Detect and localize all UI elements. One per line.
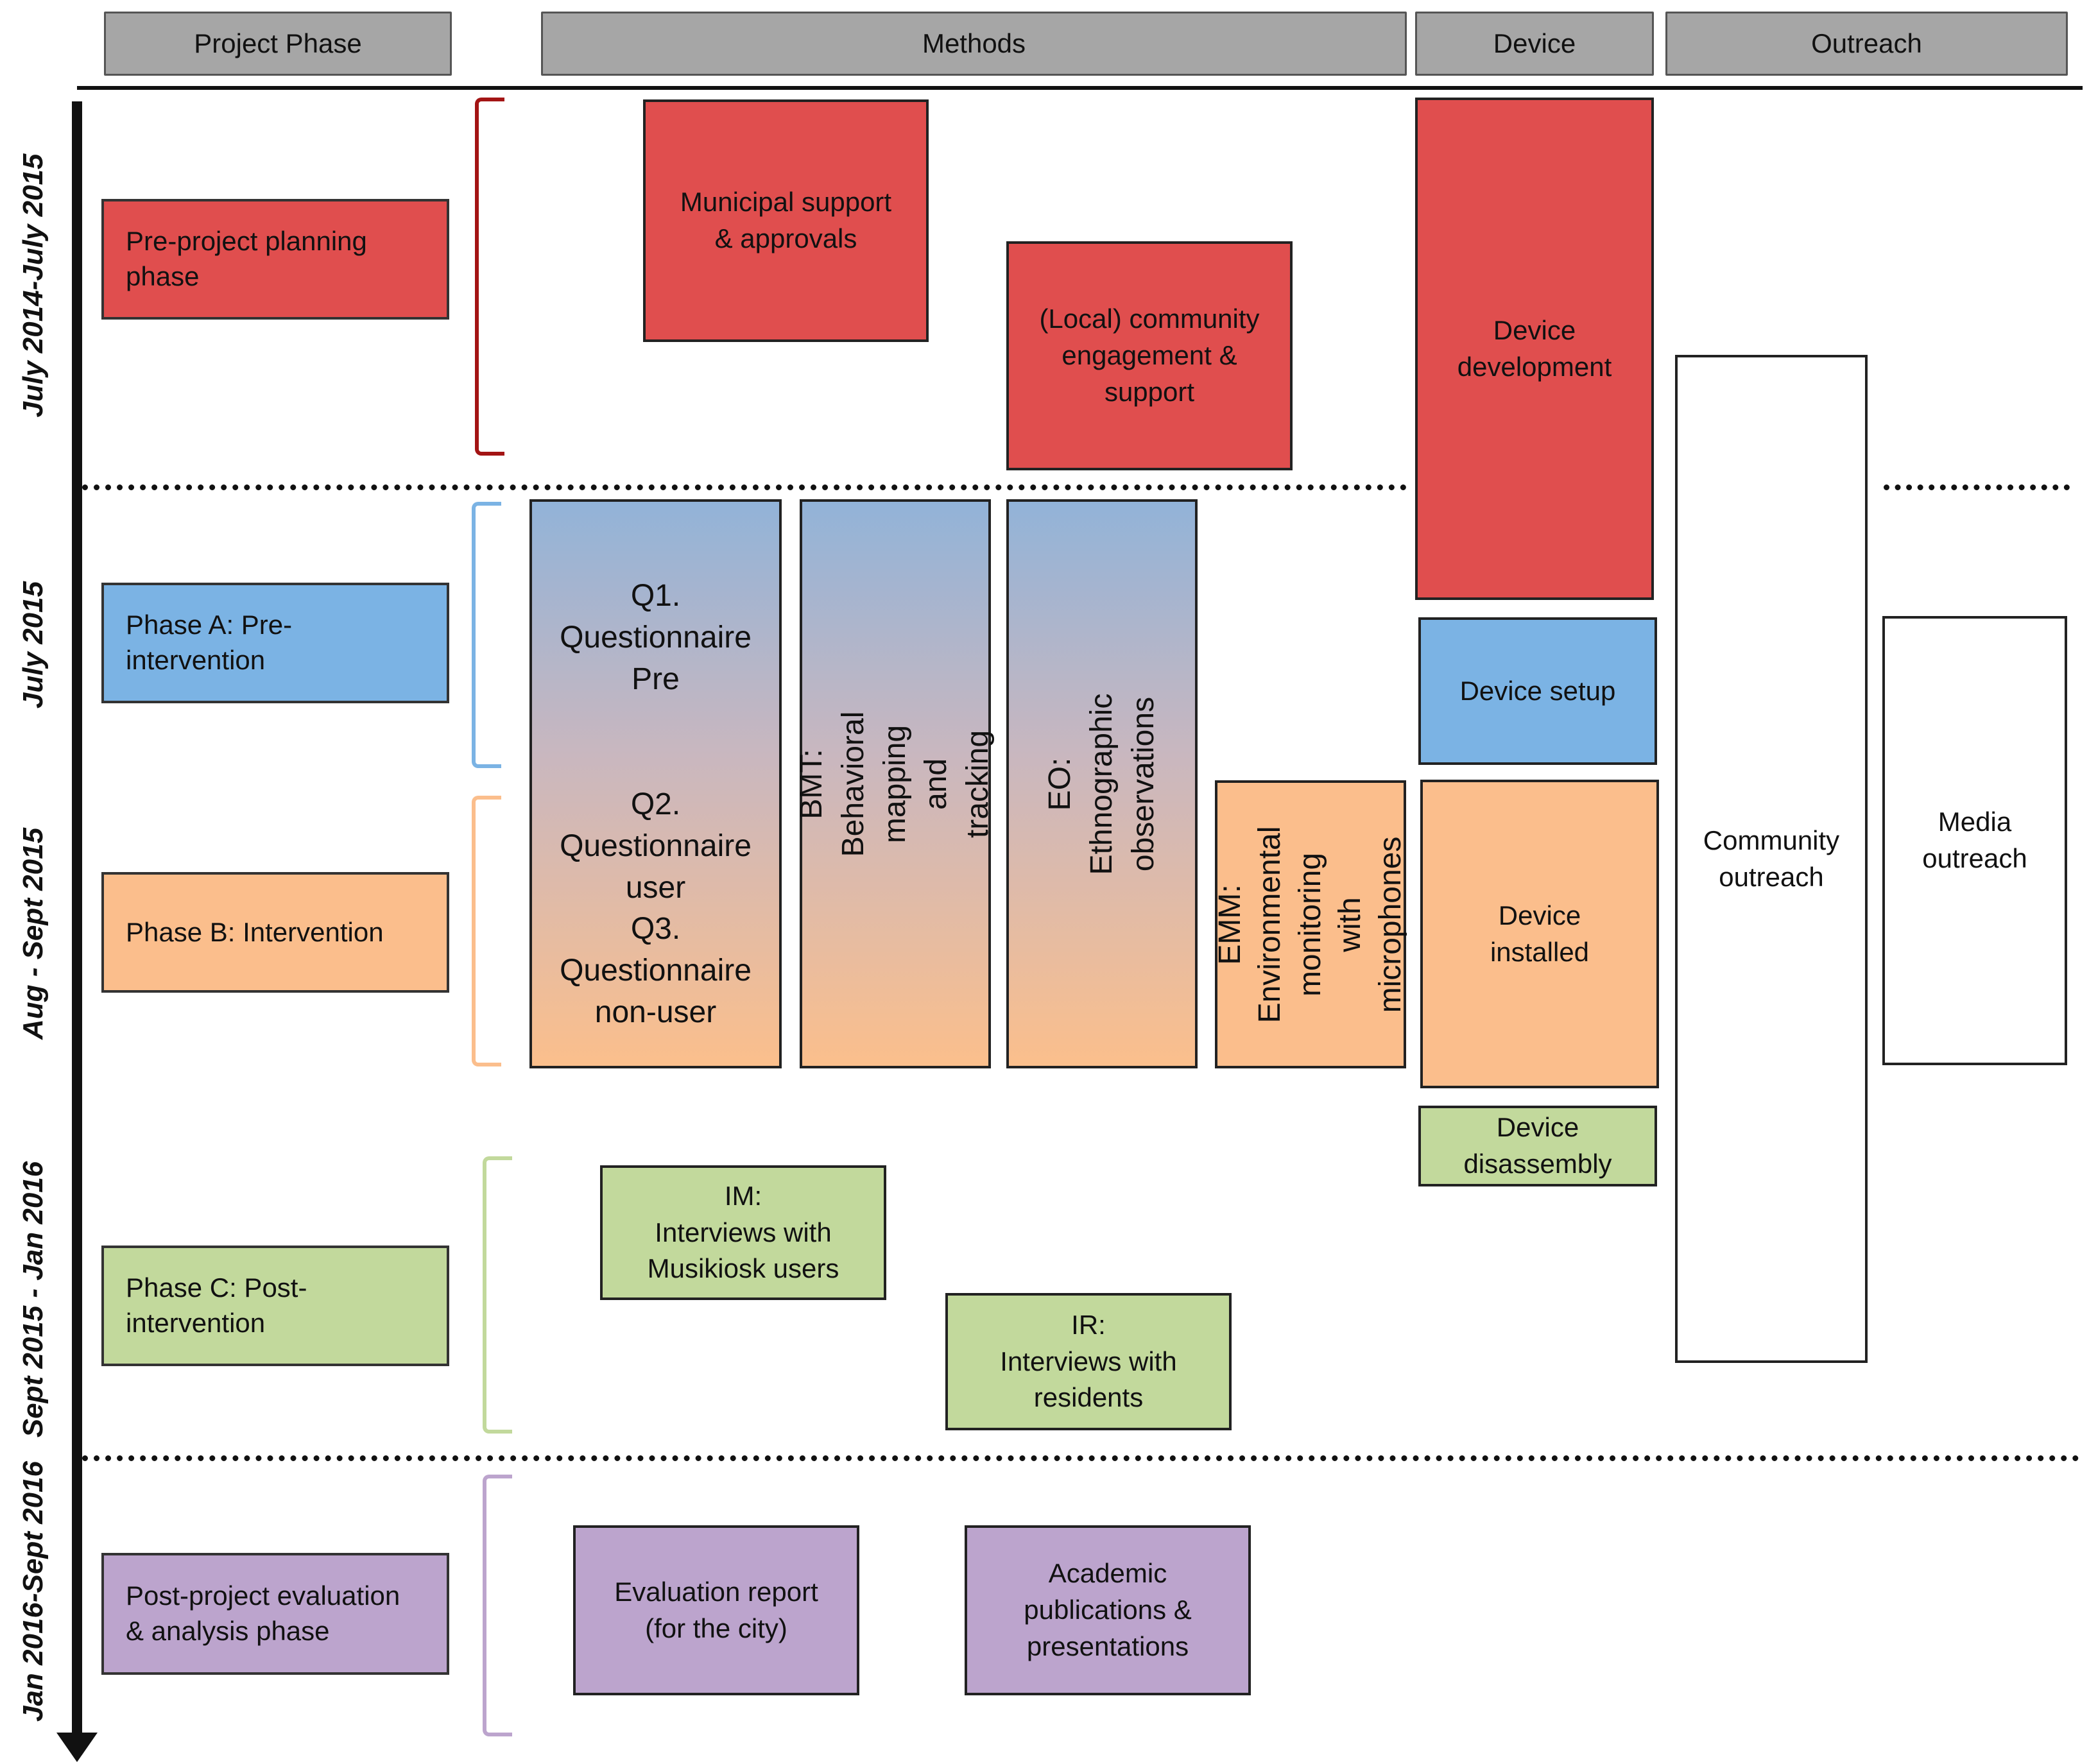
separator-1-left: [82, 484, 1407, 490]
device-development: Device development: [1415, 98, 1654, 600]
emm-label: EMM: Environmental monitoring with micro…: [1213, 826, 1407, 1023]
timeline-period-4: Sept 2015 - Jan 2016: [17, 1161, 49, 1438]
method-eo: EO: Ethnographic observations: [1006, 499, 1198, 1068]
header-methods: Methods: [541, 12, 1407, 76]
phase-a: Phase A: Pre- intervention: [101, 583, 449, 703]
outreach-community: Community outreach: [1675, 355, 1868, 1363]
bracket-pre-project: [475, 98, 504, 456]
q2-q3-label: Q2. Questionnaire user Q3. Questionnaire…: [560, 787, 752, 1029]
device-setup: Device setup: [1418, 617, 1657, 765]
bracket-phase-a: [472, 502, 501, 768]
phase-c: Phase C: Post- intervention: [101, 1246, 449, 1366]
timeline-period-5: Jan 2016-Sept 2016: [17, 1460, 49, 1722]
method-bmt: BMT: Behavioral mapping and tracking: [795, 499, 995, 1068]
device-disassembly: Device disassembly: [1418, 1106, 1657, 1186]
timeline-period-2: July 2015: [17, 581, 49, 709]
header-device: Device: [1415, 12, 1654, 76]
method-academic-publications: Academic publications & presentations: [965, 1525, 1251, 1695]
phase-b: Phase B: Intervention: [101, 872, 449, 993]
separator-2: [82, 1455, 2079, 1461]
bmt-label: BMT: Behavioral mapping and tracking: [795, 711, 995, 857]
timeline-arrowhead-icon: [56, 1733, 98, 1762]
bracket-phase-b: [472, 796, 501, 1066]
bracket-phase-c: [483, 1156, 512, 1434]
method-interviews-residents: IR: Interviews with residents: [945, 1293, 1232, 1430]
q1-label: Q1. Questionnaire Pre: [560, 579, 752, 696]
header-project-phase: Project Phase: [104, 12, 452, 76]
timeline-period-3: Aug - Sept 2015: [17, 827, 49, 1040]
separator-1-right: [1884, 484, 2070, 490]
device-installed: Device installed: [1420, 780, 1659, 1088]
timeline-period-1: July 2014-July 2015: [17, 153, 49, 418]
method-interviews-musikiosk: IM: Interviews with Musikiosk users: [600, 1165, 886, 1300]
method-evaluation-report: Evaluation report (for the city): [573, 1525, 859, 1695]
phase-pre-project: Pre-project planning phase: [101, 199, 449, 320]
header-outreach: Outreach: [1665, 12, 2068, 76]
phase-post-project: Post-project evaluation & analysis phase: [101, 1553, 449, 1675]
bracket-post-project: [483, 1475, 512, 1736]
eo-label: EO: Ethnographic observations: [1042, 693, 1160, 875]
method-emm: EMM: Environmental monitoring with micro…: [1213, 780, 1407, 1068]
header-rule: [77, 86, 2083, 90]
method-municipal-support: Municipal support & approvals: [643, 99, 929, 342]
method-community-engagement: (Local) community engagement & support: [1006, 241, 1293, 470]
outreach-media: Media outreach: [1882, 616, 2067, 1065]
method-questionnaires: Q1. Questionnaire Pre Q2. Questionnaire …: [529, 499, 782, 1068]
timeline-axis: [72, 101, 82, 1744]
